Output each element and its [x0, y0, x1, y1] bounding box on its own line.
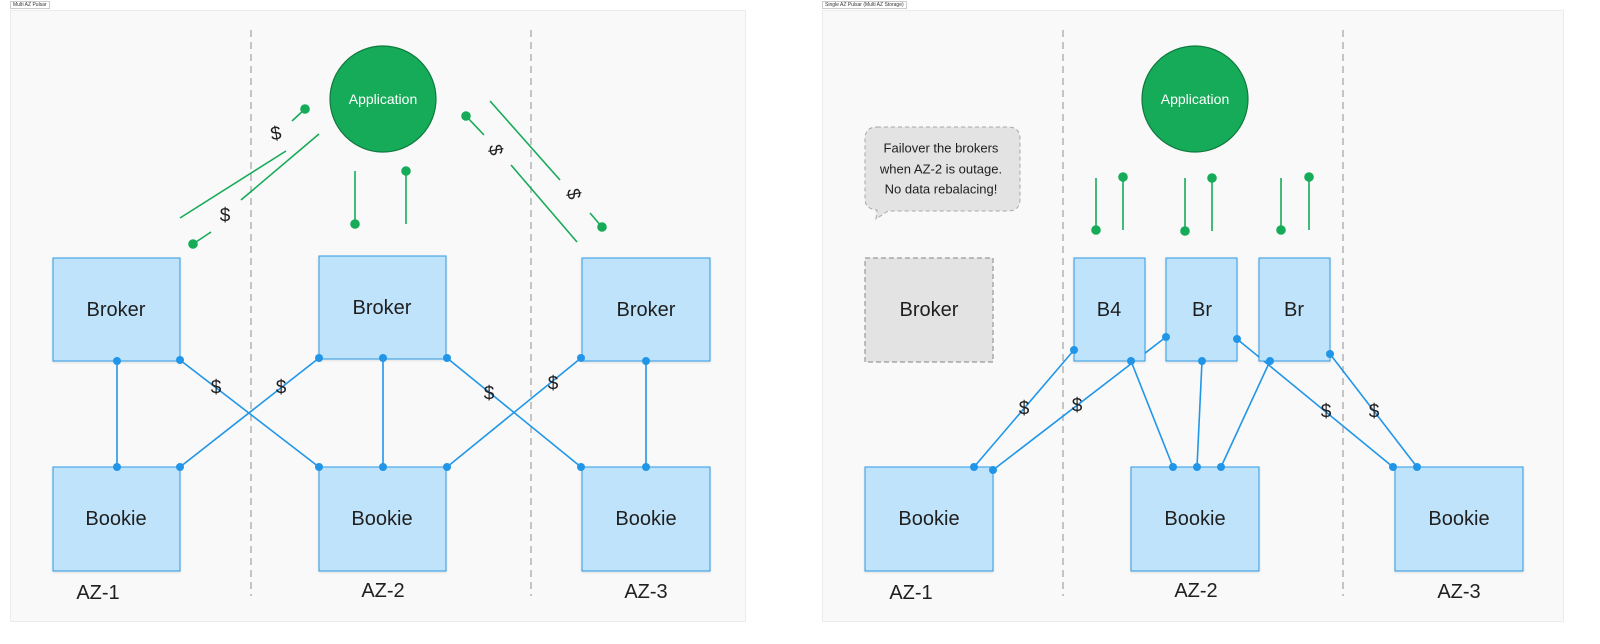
cost-marker: $	[276, 378, 287, 399]
bookie-node: Bookie	[1394, 466, 1524, 572]
bookie-label: Bookie	[351, 508, 412, 530]
broker-label: Br	[1284, 299, 1304, 321]
right-frame-title: Single AZ Pulsar (Multi AZ Storage)	[822, 1, 907, 9]
az-label: AZ-1	[76, 582, 119, 604]
callout-line: No data rebalacing!	[885, 182, 998, 197]
bookie-node: Bookie	[864, 466, 994, 572]
bookie-label: Bookie	[615, 508, 676, 530]
broker-node: Broker	[581, 257, 711, 362]
cost-marker: $	[220, 206, 231, 227]
cost-marker: $	[1019, 399, 1030, 420]
cost-marker: $	[1321, 402, 1332, 423]
broker-node: Broker	[52, 257, 181, 362]
az-label: AZ-3	[1437, 581, 1480, 603]
bookie-label: Bookie	[1428, 508, 1489, 530]
bookie-node: Bookie	[1130, 466, 1260, 572]
bookie-label: Bookie	[85, 508, 146, 530]
broker-label: Broker	[87, 299, 146, 321]
left-diagram: Application Broker Broker Broker Boo	[52, 30, 711, 604]
broker-node: Broker	[318, 255, 447, 360]
failover-callout: Failover the brokers when AZ-2 is outage…	[864, 126, 1021, 221]
az-label: AZ-1	[889, 582, 932, 604]
bookie-node: Bookie	[318, 466, 447, 572]
failed-broker-node: Broker	[864, 257, 994, 363]
app-links	[179, 100, 607, 249]
bookie-node: Bookie	[52, 466, 181, 572]
cost-marker: $	[484, 384, 495, 405]
cost-marker: $	[269, 123, 283, 146]
application-label: Application	[1161, 91, 1230, 107]
broker-node: Br	[1165, 257, 1238, 362]
bookie-label: Bookie	[898, 508, 959, 530]
broker-node: Br	[1258, 257, 1331, 362]
az-label: AZ-2	[1174, 580, 1217, 602]
app-links	[1091, 172, 1314, 236]
left-frame-title: Multi AZ Pulsar	[10, 1, 50, 9]
callout-line: Failover the brokers	[884, 141, 999, 156]
application-node	[329, 45, 437, 153]
right-diagram: Application Failover the brokers when AZ…	[864, 30, 1524, 604]
connector-dots	[970, 333, 1421, 474]
bookie-node: Bookie	[581, 466, 711, 572]
broker-node: B4	[1073, 257, 1146, 362]
broker-label: B4	[1097, 299, 1121, 321]
cost-marker: $	[484, 143, 507, 157]
broker-label: Br	[1192, 299, 1212, 321]
connector-dots	[113, 354, 650, 471]
bookie-label: Bookie	[1164, 508, 1225, 530]
cost-marker: $	[211, 378, 222, 399]
cost-marker: $	[548, 374, 559, 395]
application-label: Application	[349, 91, 418, 107]
cost-marker: $	[1072, 396, 1083, 417]
broker-bookie-links	[116, 357, 647, 468]
az-label: AZ-2	[361, 580, 404, 602]
callout-line: when AZ-2 is outage.	[879, 162, 1002, 177]
application-node	[1141, 45, 1249, 153]
broker-label: Broker	[353, 297, 412, 319]
failed-broker-label: Broker	[900, 299, 959, 321]
broker-label: Broker	[617, 299, 676, 321]
cost-marker: $	[562, 187, 585, 201]
cost-marker: $	[1369, 402, 1380, 423]
az-label: AZ-3	[624, 581, 667, 603]
